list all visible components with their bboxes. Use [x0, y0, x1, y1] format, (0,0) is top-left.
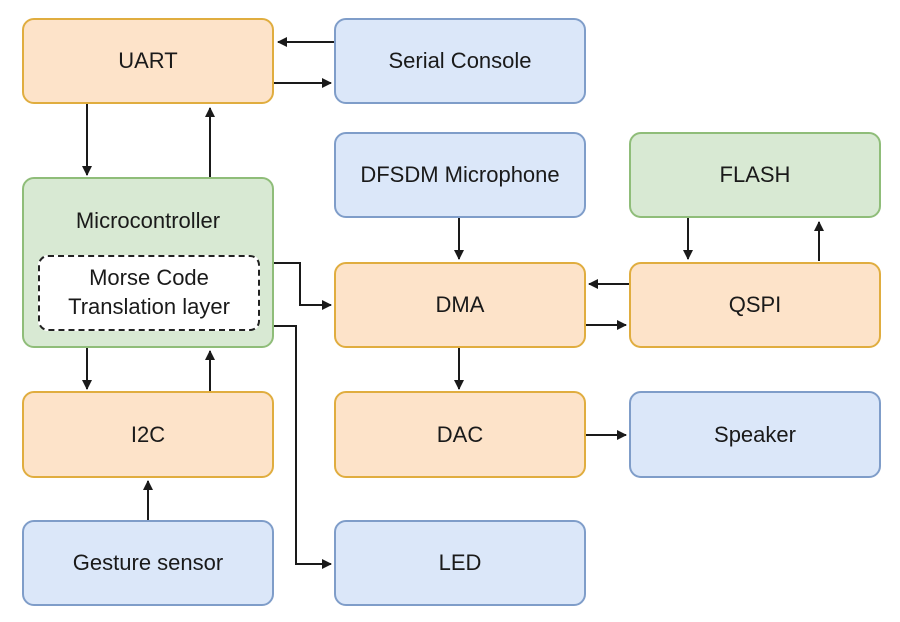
arrow-mcu-to-dma — [274, 262, 332, 310]
dac-block: DAC — [334, 391, 586, 478]
uart-block: UART — [22, 18, 274, 104]
led-label: LED — [438, 550, 482, 576]
dfsdm-microphone-label: DFSDM Microphone — [360, 162, 560, 188]
serial-console-label: Serial Console — [388, 48, 532, 74]
arrow-mcu-to-led — [274, 325, 332, 569]
morse-translation-layer: Morse Code Translation layer — [38, 255, 260, 331]
microcontroller-block: Microcontroller Morse Code Translation l… — [22, 177, 274, 348]
gesture-sensor-label: Gesture sensor — [72, 550, 224, 576]
qspi-block: QSPI — [629, 262, 881, 348]
morse-layer-label: Morse Code Translation layer — [68, 265, 230, 319]
serial-console-block: Serial Console — [334, 18, 586, 104]
i2c-label: I2C — [130, 421, 166, 447]
gesture-sensor-block: Gesture sensor — [22, 520, 274, 606]
flash-label: FLASH — [719, 162, 791, 188]
uart-label: UART — [118, 48, 178, 74]
speaker-block: Speaker — [629, 391, 881, 478]
led-block: LED — [334, 520, 586, 606]
microcontroller-label: Microcontroller — [75, 208, 221, 233]
dma-block: DMA — [334, 262, 586, 348]
dma-label: DMA — [435, 292, 485, 318]
speaker-label: Speaker — [714, 421, 796, 447]
qspi-label: QSPI — [728, 292, 782, 318]
dac-label: DAC — [436, 421, 484, 447]
flash-block: FLASH — [629, 132, 881, 218]
dfsdm-microphone-block: DFSDM Microphone — [334, 132, 586, 218]
i2c-block: I2C — [22, 391, 274, 478]
